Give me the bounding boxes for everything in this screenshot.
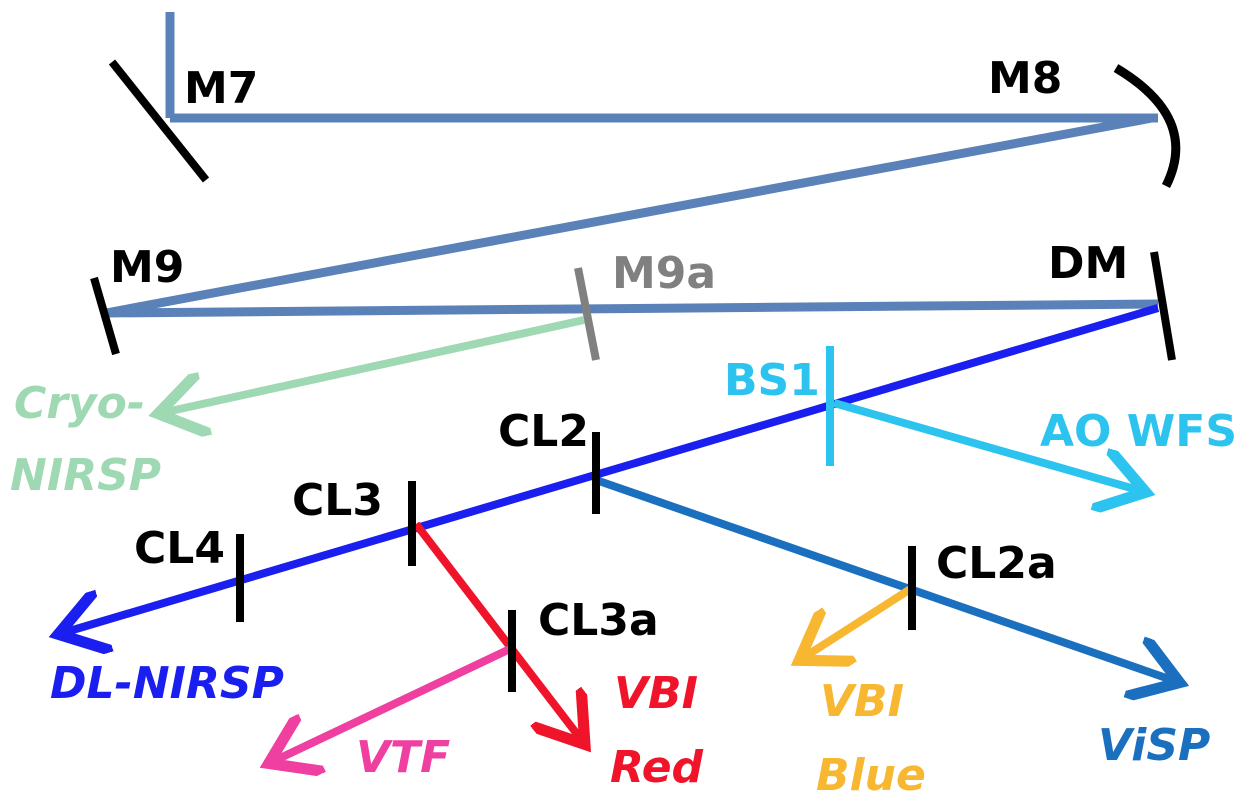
dm-feed-beam [66,304,1160,632]
label-cl4: CL4 [134,523,225,574]
beam-visp [594,476,1172,680]
label-vbi-red-line2: Red [610,742,704,793]
beam-ao-wfs [832,399,1138,490]
label-cl2a: CL2a [936,538,1057,589]
label-cryo-nirsp-line1: Cryo- [14,378,145,429]
label-cl2: CL2 [498,406,589,457]
label-cl3a: CL3a [538,595,659,646]
beam-vbi-blue [806,584,915,656]
label-vbi-blue-line1: VBI [820,676,904,727]
beam-m9-dm [105,299,1159,318]
label-vbi-blue-line2: Blue [816,750,926,801]
label-cryo-nirsp-line2: NIRSP [10,450,161,501]
label-vtf: VTF [356,732,450,783]
label-visp: ViSP [1098,720,1210,771]
beam-cryo-nirsp [166,316,585,412]
label-ao-wfs: AO WFS [1040,406,1237,457]
beam-m8-m9 [105,113,1153,318]
mirror-m9 [90,276,120,356]
beam-dm-dl-nirsp [66,304,1160,632]
optics [90,59,1181,692]
mirror-dm [1150,251,1176,361]
label-m8: M8 [988,53,1062,104]
label-bs1: BS1 [724,355,820,406]
mirror-m7 [108,59,210,183]
label-m9a: M9a [612,248,716,299]
label-dl-nirsp: DL-NIRSP [50,658,284,709]
main-beam-path [105,12,1159,318]
label-m9: M9 [110,242,184,293]
label-vbi-red-line1: VBI [614,668,698,719]
label-m7: M7 [184,63,258,114]
component-labels: M7 M8 M9 M9a DM BS1 CL2 CL2a CL3 CL3a CL… [110,53,1128,646]
label-dm: DM [1048,238,1128,289]
label-cl3: CL3 [292,475,383,526]
beam-vtf [276,644,514,760]
destination-labels: Cryo- NIRSP AO WFS DL-NIRSP VTF VBI Red … [10,378,1237,801]
mirror-m8 [1113,64,1181,189]
mirror-m9a [574,267,600,361]
beam-vbi-red [412,521,580,738]
